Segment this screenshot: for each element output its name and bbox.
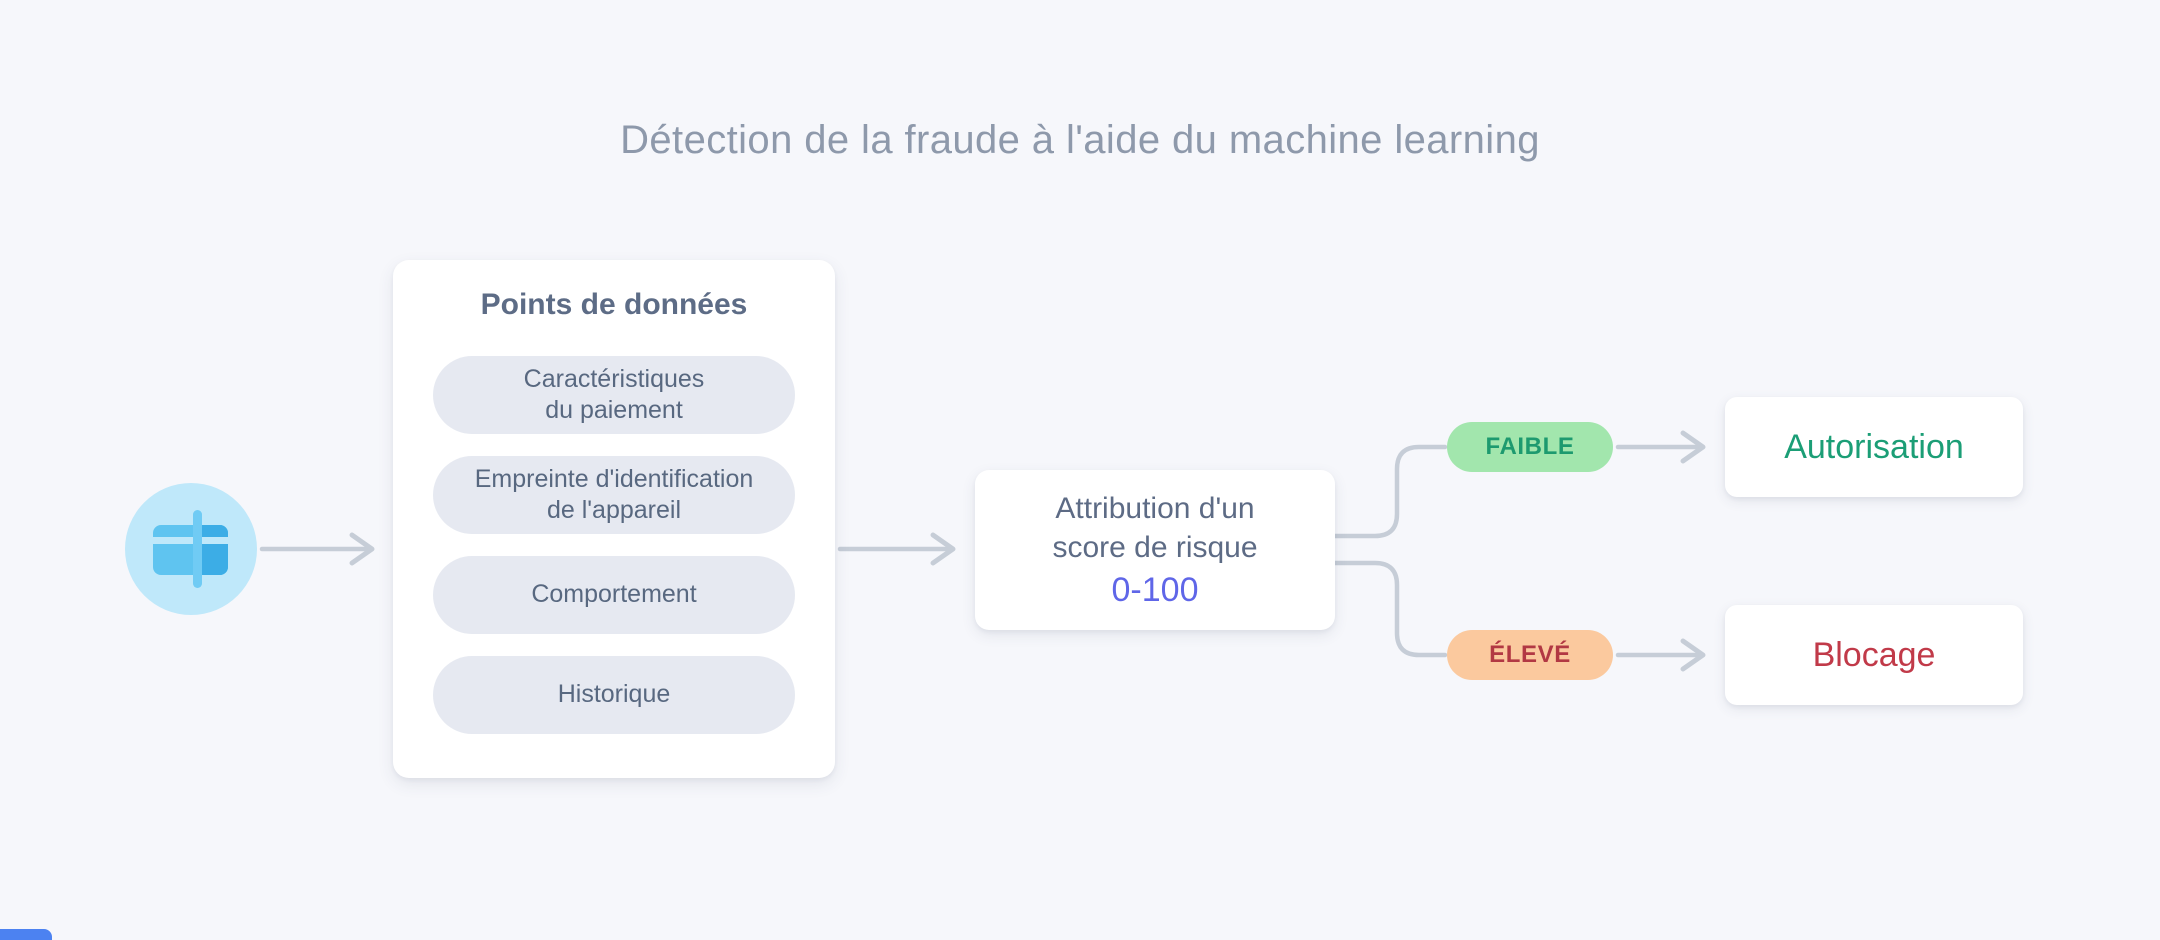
risk-score-range: 0-100 bbox=[1111, 570, 1199, 609]
page-title: Détection de la fraude à l'aide du machi… bbox=[620, 118, 1540, 162]
payment-source-icon bbox=[125, 483, 257, 615]
connector-score-to-eleve bbox=[1332, 560, 1448, 658]
datapoint-pill-device-fingerprint: Empreinte d'identification de l'appareil bbox=[433, 456, 795, 534]
connector-score-to-faible bbox=[1332, 444, 1448, 539]
datapoints-title: Points de données bbox=[480, 288, 748, 321]
datapoint-pill-behavior: Comportement bbox=[433, 556, 795, 634]
arrowhead-eleve-to-blocage bbox=[1680, 638, 1706, 672]
autorisation-card: Autorisation bbox=[1725, 397, 2023, 497]
risk-score-card: Attribution d'un score de risque 0-100 bbox=[975, 470, 1335, 630]
blocage-label: Blocage bbox=[1812, 635, 1936, 674]
arrowhead-source-to-datapoints bbox=[349, 532, 375, 566]
arrowhead-faible-to-autorisation bbox=[1680, 430, 1706, 464]
cropped-blue-element bbox=[0, 929, 52, 940]
eleve-badge: ÉLEVÉ bbox=[1447, 630, 1613, 680]
datapoints-card: Points de données Caractéristiques du pa… bbox=[393, 260, 835, 778]
faible-badge: FAIBLE bbox=[1447, 422, 1613, 472]
arrowhead-datapoints-to-score bbox=[930, 532, 956, 566]
credit-card-icon bbox=[125, 483, 257, 615]
blocage-card: Blocage bbox=[1725, 605, 2023, 705]
datapoint-pill-history: Historique bbox=[433, 656, 795, 734]
autorisation-label: Autorisation bbox=[1784, 427, 1964, 466]
risk-score-label: Attribution d'un score de risque bbox=[1052, 492, 1258, 564]
datapoint-pill-payment-characteristics: Caractéristiques du paiement bbox=[433, 356, 795, 434]
